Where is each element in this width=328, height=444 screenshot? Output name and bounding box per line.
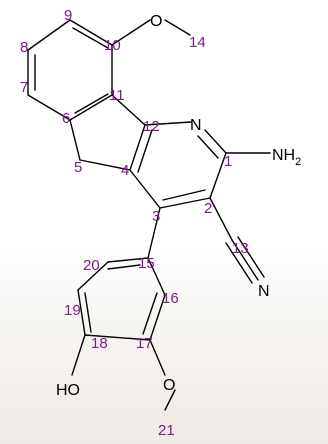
num-3: 3 <box>152 208 160 225</box>
bond-6-11 <box>69 94 113 121</box>
num-7: 7 <box>20 79 28 96</box>
num-13: 13 <box>232 240 249 257</box>
atom-NH2-main: NH <box>272 147 295 164</box>
num-16: 16 <box>162 290 179 307</box>
atom-N-ring: N <box>190 117 202 134</box>
bonds <box>27 19 271 411</box>
bond-10-O <box>111 19 151 46</box>
num-19: 19 <box>64 302 81 319</box>
num-9: 9 <box>64 7 72 24</box>
bond-15-20-double <box>107 264 141 270</box>
atom-N-nitrile: N <box>258 283 270 300</box>
atom-NH2: NH2 <box>272 147 301 168</box>
num-14: 14 <box>189 34 206 51</box>
num-12: 12 <box>143 118 160 135</box>
num-20: 20 <box>83 257 100 274</box>
num-5: 5 <box>74 159 82 176</box>
num-6: 6 <box>62 110 70 127</box>
num-10: 10 <box>104 37 121 54</box>
atom-O-bottom: O <box>163 377 175 394</box>
bond-12-4 <box>129 124 146 171</box>
num-2: 2 <box>204 200 212 217</box>
bond-4-5 <box>79 159 131 171</box>
bond-13-N-3 <box>225 242 253 284</box>
bond-17-16-double <box>142 292 158 335</box>
atom-NH2-sub: 2 <box>295 156 301 168</box>
bond-19-18-double <box>84 292 92 333</box>
bond-3-4 <box>129 169 161 209</box>
bond-N-1-double <box>197 135 219 159</box>
bond-2-13 <box>209 197 233 241</box>
bond-O-14 <box>164 19 191 36</box>
bond-11-12 <box>111 94 146 126</box>
num-11: 11 <box>109 87 125 104</box>
bond-9-10-double <box>72 27 109 49</box>
bond-18-17 <box>84 334 151 341</box>
bond-1-2 <box>209 152 227 199</box>
bond-9-10 <box>69 19 113 46</box>
bond-13-N <box>231 239 259 281</box>
bond-6-11-double <box>74 93 109 114</box>
bond-20-19 <box>77 261 109 291</box>
atom-numbers: 1 2 3 4 5 6 7 8 9 10 11 12 13 14 15 16 1… <box>20 7 249 439</box>
num-17: 17 <box>136 335 153 352</box>
bond-12-N <box>144 121 192 126</box>
bond-16-15 <box>147 257 166 296</box>
num-8: 8 <box>20 39 28 56</box>
bond-O-21 <box>164 389 176 411</box>
bond-17-O <box>149 339 166 376</box>
num-4: 4 <box>121 162 129 179</box>
num-1: 1 <box>224 153 232 170</box>
bond-2-3-double <box>162 189 206 201</box>
bond-12-4-double <box>137 129 153 173</box>
bond-17-16 <box>149 294 166 341</box>
bond-N-1 <box>204 129 227 154</box>
bond-3-15 <box>147 207 161 259</box>
bond-6-7 <box>27 94 71 121</box>
atom-HO: HO <box>56 382 80 399</box>
bond-19-18 <box>77 289 86 336</box>
bond-13-N-2 <box>237 236 265 278</box>
num-21: 21 <box>158 422 175 439</box>
bond-15-20 <box>107 257 149 263</box>
num-15: 15 <box>138 255 155 272</box>
atom-O-top: O <box>150 13 162 30</box>
bond-8-9 <box>27 19 71 51</box>
bond-5-6 <box>69 119 81 161</box>
bond-18-OH <box>71 334 86 376</box>
num-18: 18 <box>91 335 108 352</box>
bond-2-3 <box>159 197 211 209</box>
atom-labels: O N NH2 N O HO <box>56 13 301 399</box>
